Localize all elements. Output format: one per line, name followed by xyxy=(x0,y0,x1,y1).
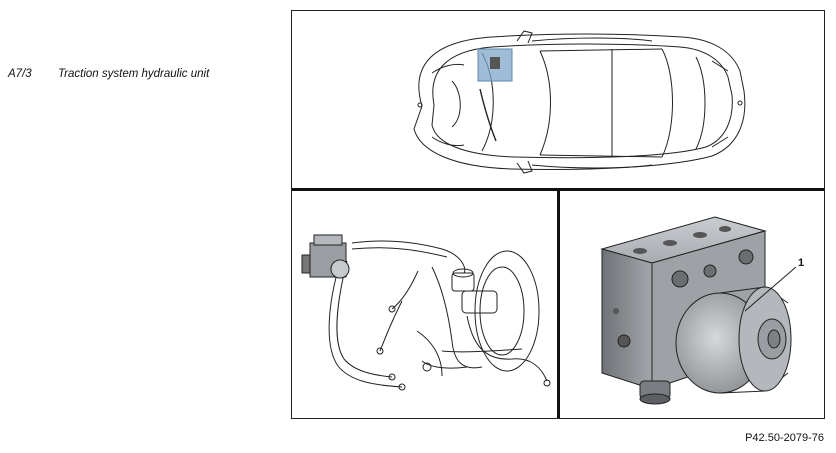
brake-lines-panel xyxy=(292,191,556,417)
vertical-divider xyxy=(557,190,560,418)
car-top-view-panel xyxy=(292,11,823,187)
hydraulic-unit-panel: 1 xyxy=(560,191,823,417)
small-hydraulic-unit xyxy=(301,234,350,279)
reference-code: P42.50-2079-76 xyxy=(745,432,824,444)
legend-description: Traction system hydraulic unit xyxy=(58,68,210,80)
horizontal-divider xyxy=(292,188,824,191)
brake-line-assembly-icon xyxy=(301,234,551,391)
highlight-box xyxy=(477,48,513,82)
legend-code: A7/3 xyxy=(8,68,32,80)
callout-leader-line xyxy=(744,266,797,312)
unit-marker xyxy=(490,57,500,69)
hydraulic-unit-icon xyxy=(600,216,797,405)
diagram-frame: 1 xyxy=(291,10,825,419)
callout-number: 1 xyxy=(798,257,805,269)
car-top-view-icon xyxy=(413,30,746,174)
legend-row: A7/3 Traction system hydraulic unit xyxy=(8,68,209,80)
